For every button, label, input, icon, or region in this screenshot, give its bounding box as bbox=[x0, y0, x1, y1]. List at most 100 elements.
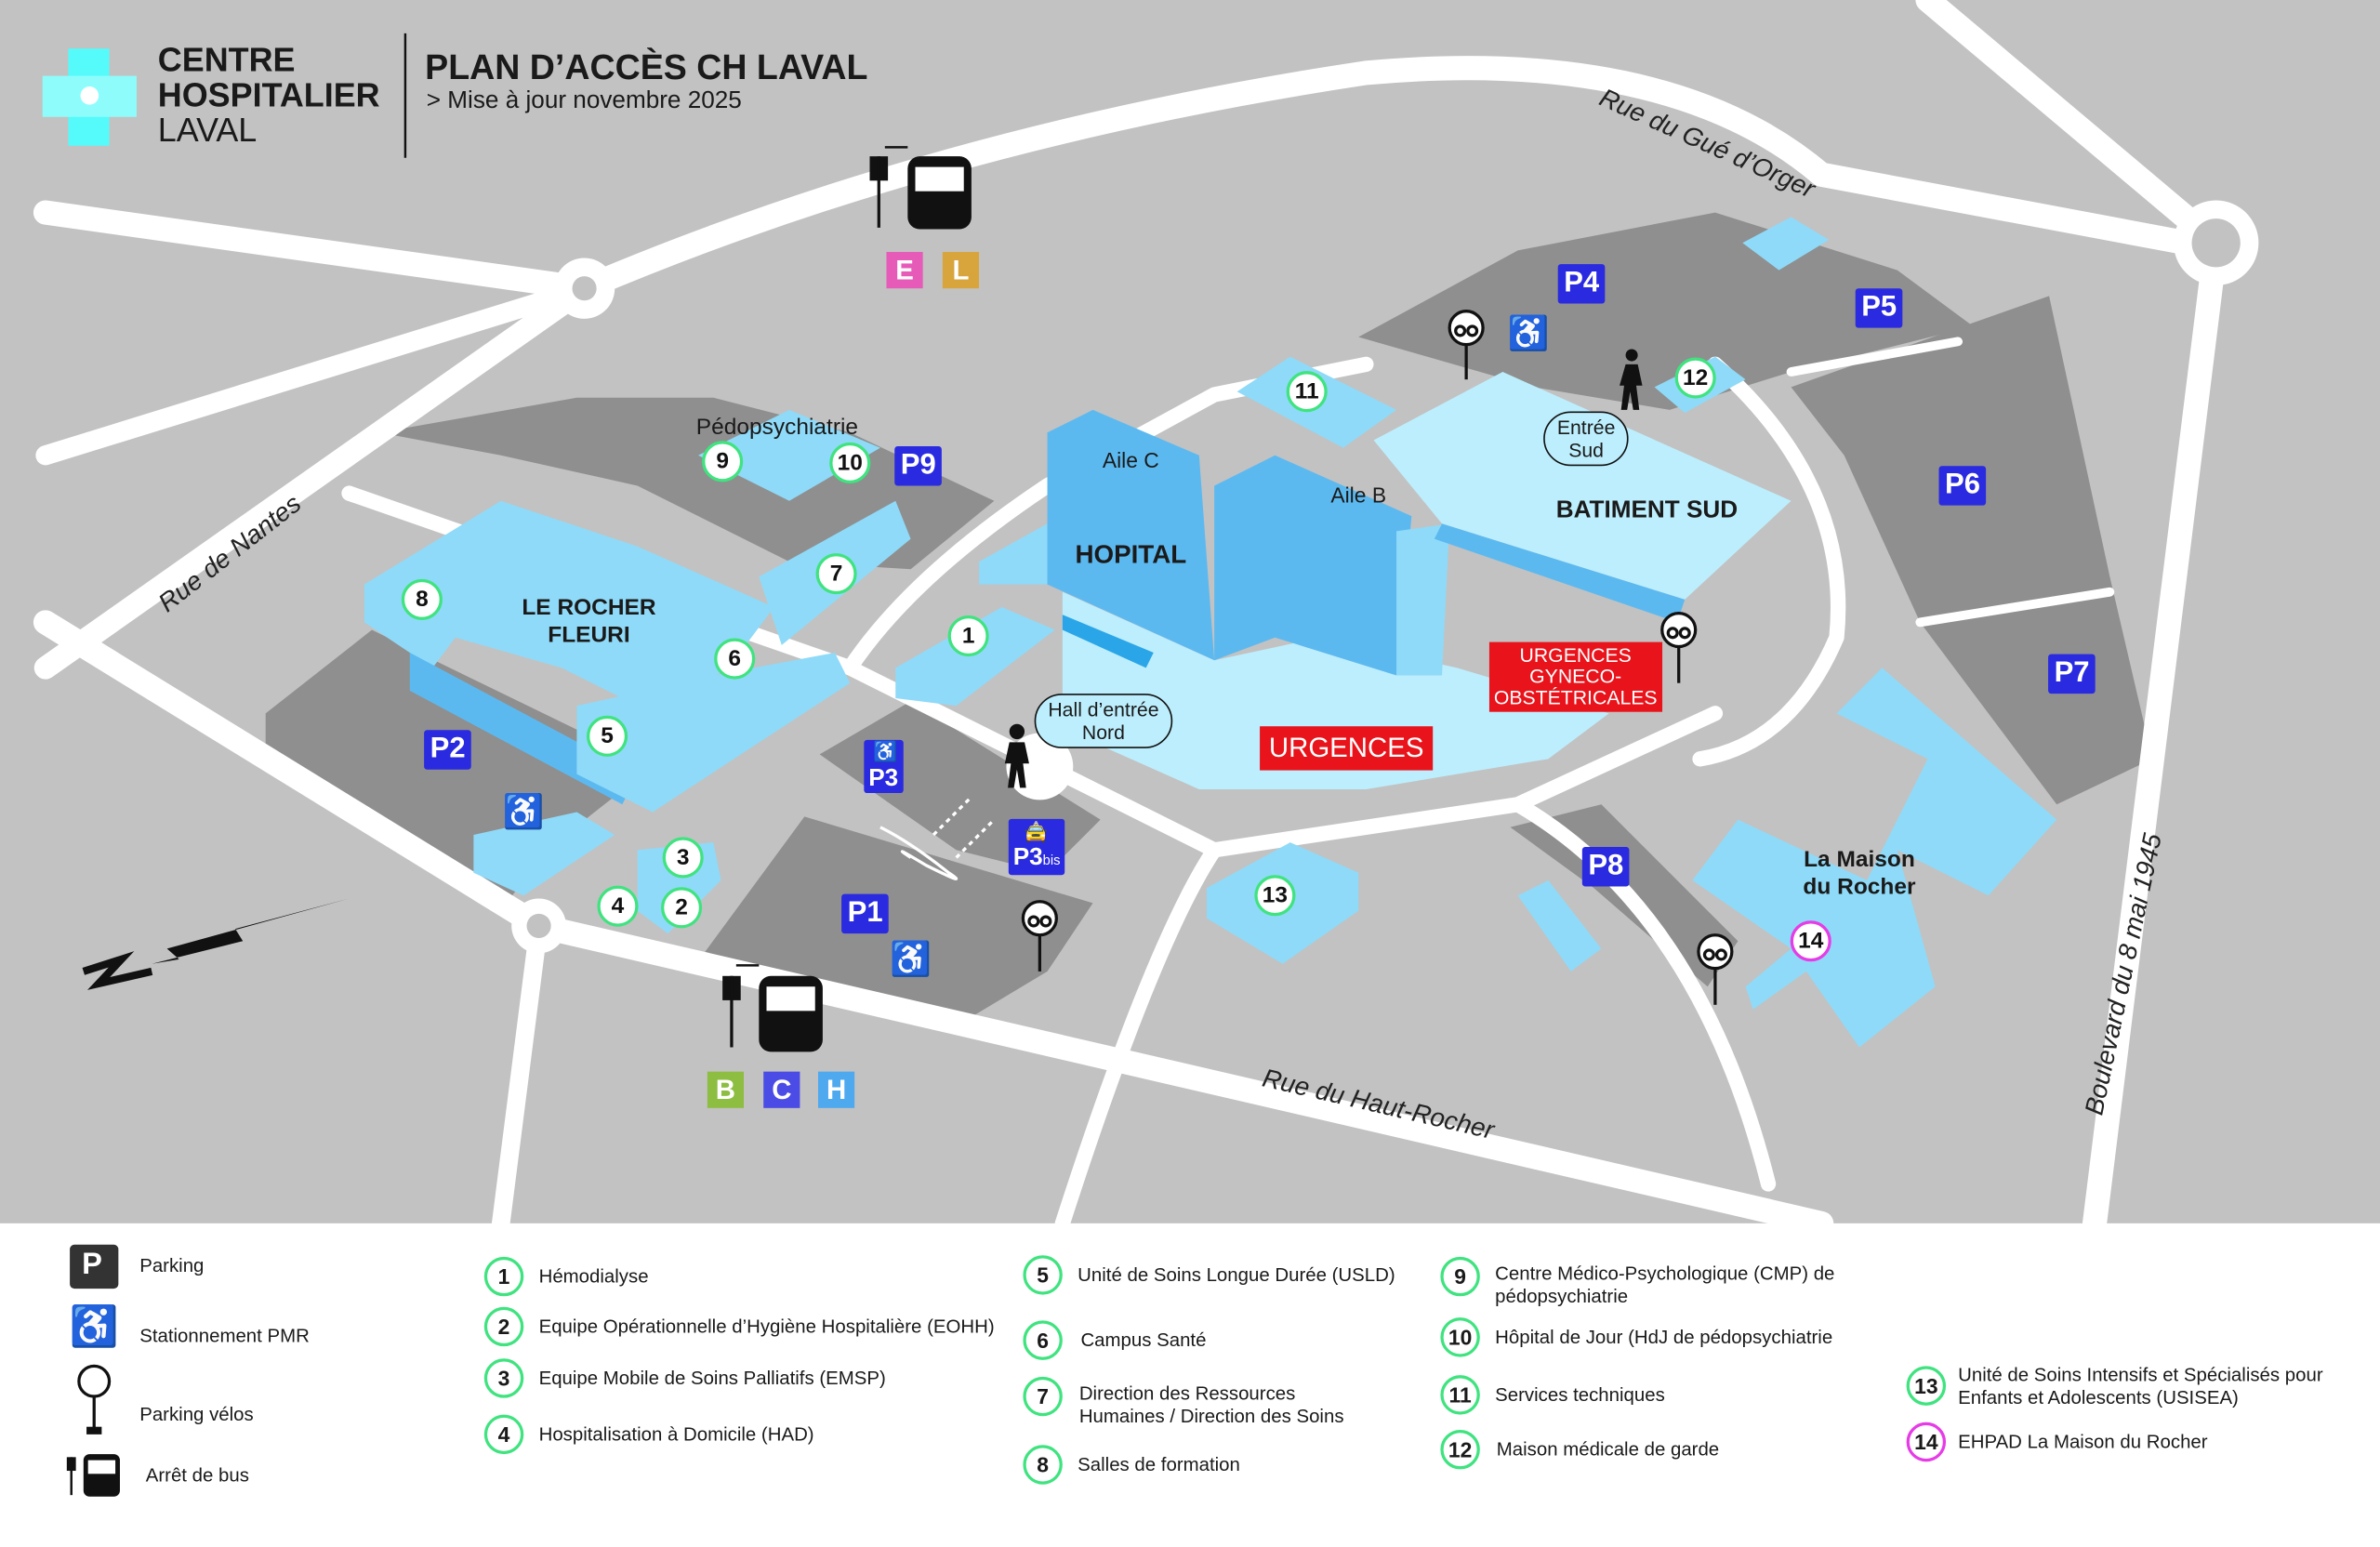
building-annex bbox=[1742, 217, 1830, 271]
pmr-icon: ♿ bbox=[873, 739, 898, 763]
bike-parking-markers bbox=[1021, 310, 1734, 1005]
logo-text: CENTRE HOSPITALIER LAVAL bbox=[158, 43, 380, 148]
building-maison-du-rocher bbox=[1692, 668, 2057, 1048]
bike-parking-icon bbox=[1021, 900, 1058, 972]
ramp bbox=[879, 826, 959, 880]
legend-number: 2 bbox=[483, 1306, 524, 1347]
marker-6[interactable]: 6 bbox=[714, 638, 756, 680]
building-aile-b bbox=[1214, 455, 1412, 676]
label-maison-line-2: du Rocher bbox=[1803, 874, 1916, 901]
urgences-gyneco-line-2: GYNECO- bbox=[1529, 665, 1622, 688]
marker-11[interactable]: 11 bbox=[1286, 371, 1328, 413]
legend-item-text: Salles de formation bbox=[1078, 1454, 1240, 1475]
label-pedopsychiatrie: Pédopsychiatrie bbox=[695, 414, 859, 441]
marker-1[interactable]: 1 bbox=[947, 615, 989, 657]
parking-p4[interactable]: P4 bbox=[1557, 264, 1606, 304]
label-aile-b: Aile B bbox=[1330, 483, 1387, 508]
legend-item-text: Maison médicale de garde bbox=[1496, 1438, 1720, 1461]
legend-number: 3 bbox=[483, 1358, 524, 1398]
logo-cross-icon bbox=[42, 48, 137, 146]
legend-item-text: Campus Santé bbox=[1080, 1329, 1207, 1352]
legend-item-text: Unité de Soins Longue Durée (USLD) bbox=[1078, 1263, 1395, 1286]
bus-line-e[interactable]: E bbox=[886, 252, 923, 289]
legend-icons bbox=[66, 1244, 120, 1497]
roads bbox=[33, 0, 2228, 1236]
marker-4[interactable]: 4 bbox=[597, 885, 639, 927]
marker-12[interactable]: 12 bbox=[1674, 357, 1716, 399]
marker-13[interactable]: 13 bbox=[1254, 875, 1296, 917]
legend-item-text: Equipe Mobile de Soins Palliatifs (EMSP) bbox=[538, 1368, 886, 1389]
parking-icon-glyph: P bbox=[82, 1248, 102, 1281]
marker-7[interactable]: 7 bbox=[815, 553, 857, 595]
legend-number: 13 bbox=[1906, 1366, 1947, 1406]
parking-p3bis-label: P3 bbox=[1012, 844, 1043, 871]
marker-8[interactable]: 8 bbox=[401, 578, 443, 620]
pedestrian-icon bbox=[1620, 349, 1643, 410]
legend-number: 9 bbox=[1440, 1256, 1480, 1297]
label-hopital: HOPITAL bbox=[1075, 540, 1187, 570]
bus-line-h[interactable]: H bbox=[817, 1071, 855, 1108]
marker-3[interactable]: 3 bbox=[662, 837, 704, 879]
bus-stop-north-icon bbox=[869, 146, 972, 230]
bike-parking-icon bbox=[77, 1364, 112, 1435]
building-p8 bbox=[1517, 879, 1602, 972]
label-maison-line-1: La Maison bbox=[1804, 847, 1915, 873]
label-rocher-fleuri-line-1: LE ROCHER bbox=[522, 594, 656, 621]
legend-number: 11 bbox=[1440, 1375, 1480, 1415]
legend-bike: Parking vélos bbox=[139, 1404, 254, 1426]
legend-number: 5 bbox=[1023, 1255, 1063, 1295]
marker-10[interactable]: 10 bbox=[829, 442, 871, 483]
bike-parking-icon bbox=[1660, 611, 1698, 683]
logo-line-1: CENTRE bbox=[157, 41, 296, 79]
pmr-parking-icon: ♿ bbox=[1507, 313, 1550, 352]
legend-number: 7 bbox=[1023, 1376, 1063, 1417]
legend-item-text: Services techniques bbox=[1495, 1383, 1665, 1406]
page-title: PLAN D’ACCÈS CH LAVAL bbox=[425, 46, 868, 87]
parking-p5[interactable]: P5 bbox=[1855, 288, 1903, 328]
parking-p6[interactable]: P6 bbox=[1938, 466, 1987, 506]
marker-2[interactable]: 2 bbox=[661, 887, 703, 929]
pmr-parking-icon: ♿ bbox=[502, 792, 545, 831]
parking-icon bbox=[70, 1244, 119, 1289]
marker-5[interactable]: 5 bbox=[587, 715, 628, 757]
parking-p3bis[interactable]: 🚖P3bis bbox=[1008, 818, 1065, 876]
legend-number: 1 bbox=[483, 1256, 524, 1297]
legend-item-text: Equipe Opérationnelle d’Hygiène Hospital… bbox=[538, 1316, 995, 1338]
logo-line-2: HOSPITALIER bbox=[157, 75, 380, 114]
north-arrow-icon bbox=[82, 898, 350, 990]
bus-line-c[interactable]: C bbox=[763, 1071, 800, 1108]
parking-area-p1 bbox=[690, 816, 1093, 1017]
legend-number: 8 bbox=[1023, 1445, 1063, 1485]
legend-number: 12 bbox=[1440, 1429, 1480, 1470]
legend-item-text: Hôpital de Jour (HdJ de pédopsychiatrie bbox=[1495, 1326, 1833, 1348]
parking-p3[interactable]: ♿P3 bbox=[864, 739, 904, 794]
road-p7 bbox=[1915, 587, 2115, 628]
building-rocher-fleuri-east bbox=[576, 653, 851, 813]
road-gue-dorger bbox=[33, 56, 2199, 301]
road-internal-south bbox=[1054, 842, 1223, 1232]
page-subtitle: > Mise à jour novembre 2025 bbox=[426, 87, 742, 114]
marker-9[interactable]: 9 bbox=[702, 441, 744, 483]
legend-item-text: Direction des Ressources Humaines / Dire… bbox=[1078, 1382, 1344, 1427]
building-hopital-base bbox=[1062, 591, 1609, 789]
legend-item-text: Hospitalisation à Domicile (HAD) bbox=[538, 1423, 814, 1446]
entrance-nord-line-2: Nord bbox=[1081, 721, 1125, 744]
parking-p3bis-suffix: bis bbox=[1042, 852, 1061, 868]
parking-p7[interactable]: P7 bbox=[2048, 654, 2096, 694]
parking-p8[interactable]: P8 bbox=[1581, 847, 1630, 887]
building-batiment-sud bbox=[1373, 371, 1792, 600]
building-aile-c bbox=[1047, 409, 1215, 661]
pedestrian-markers bbox=[1004, 349, 1643, 788]
marker-14[interactable]: 14 bbox=[1790, 920, 1831, 962]
bus-line-b[interactable]: B bbox=[707, 1071, 744, 1108]
bus-line-l[interactable]: L bbox=[942, 252, 980, 289]
parking-p1[interactable]: P1 bbox=[841, 893, 890, 934]
parking-p2[interactable]: P2 bbox=[424, 730, 472, 770]
legend-item-text: Hémodialyse bbox=[538, 1265, 649, 1288]
building-pmr bbox=[473, 812, 615, 896]
legend-number: 10 bbox=[1440, 1317, 1480, 1357]
parking-p9[interactable]: P9 bbox=[894, 445, 943, 486]
